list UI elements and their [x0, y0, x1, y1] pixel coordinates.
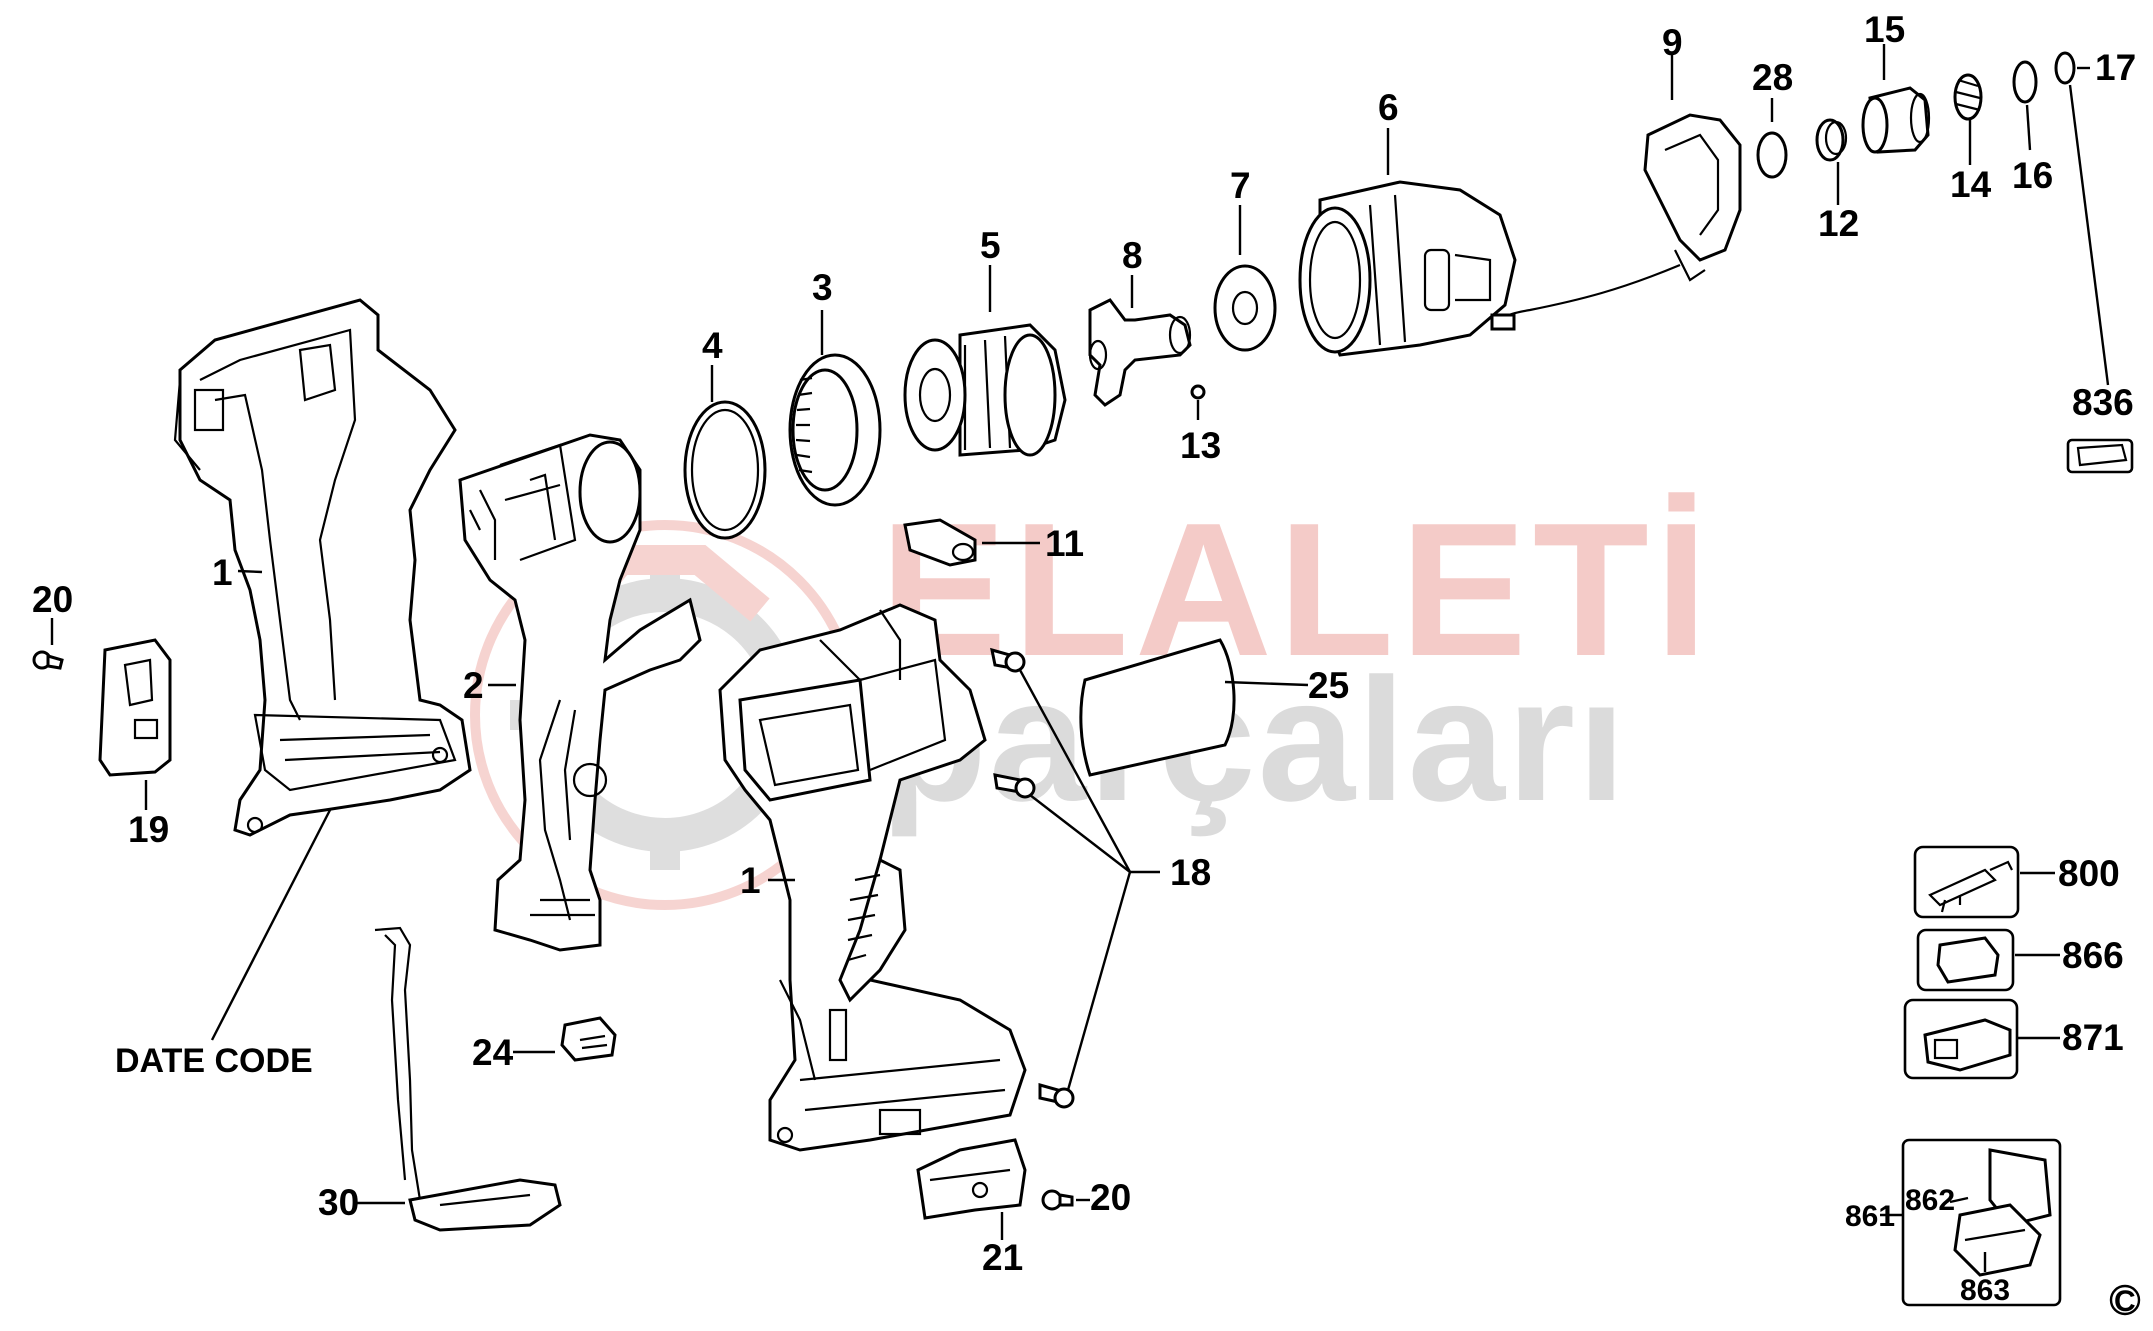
part-836-label: [2066, 438, 2134, 474]
label-800: 800: [2058, 853, 2120, 894]
label-11: 11: [1045, 523, 1084, 564]
label-5: 5: [980, 225, 1001, 266]
label-date-code: DATE CODE: [115, 1042, 313, 1080]
part-24-terminal-block: [560, 1016, 617, 1062]
part-14-spring: [1953, 73, 1983, 121]
label-4: 4: [702, 325, 723, 366]
part-1-housing-left: [173, 298, 472, 837]
label-19: 19: [128, 809, 169, 850]
label-1-left: 1: [212, 552, 233, 593]
label-17: 17: [2095, 47, 2136, 88]
part-20-screw-bottom: [1041, 1189, 1074, 1211]
part-4-o-ring: [683, 400, 767, 540]
part-9-light-ring: [1490, 113, 1742, 331]
part-20-screw-left: [32, 650, 64, 670]
label-12: 12: [1818, 203, 1859, 244]
watermark-brand-bottom: parçaları: [880, 643, 1628, 838]
label-30: 30: [318, 1182, 359, 1223]
part-19-belt-hook: [98, 638, 172, 777]
part-18-screws: [990, 647, 1075, 1109]
label-25: 25: [1308, 665, 1349, 706]
label-8: 8: [1122, 235, 1143, 276]
part-28-ring: [1756, 131, 1788, 179]
part-861-case-box: [1901, 1138, 2062, 1307]
part-7-washer: [1213, 264, 1277, 352]
part-15-collar: [1861, 86, 1931, 154]
label-18: 18: [1170, 852, 1211, 893]
label-6: 6: [1378, 87, 1399, 128]
leader-lines: [50, 44, 2110, 1272]
label-15: 15: [1864, 9, 1905, 50]
label-2: 2: [463, 665, 484, 706]
label-863: 863: [1960, 1274, 2010, 1307]
label-3: 3: [812, 267, 833, 308]
label-14: 14: [1950, 164, 1992, 205]
label-13: 13: [1180, 425, 1221, 466]
copyright-mark: C: [2114, 1285, 2136, 1318]
part-number-labels: 1 2 3 4 5 6 7 8 9 11 12 13 14 15 16 17 1…: [32, 9, 2136, 1318]
label-1-right: 1: [740, 860, 761, 901]
label-20-left: 20: [32, 579, 73, 620]
part-2-motor-switch-assembly: [458, 433, 702, 952]
label-28: 28: [1752, 57, 1793, 98]
part-8-anvil: [1088, 298, 1192, 407]
part-21-battery-latch: [916, 1138, 1027, 1220]
label-861: 861: [1845, 1200, 1895, 1233]
part-800-kit-box: [1913, 845, 2020, 919]
part-5-gear-assembly: [903, 323, 1067, 457]
label-871: 871: [2062, 1017, 2124, 1058]
part-12-spring-clip: [1815, 118, 1848, 162]
part-13-ball: [1190, 384, 1206, 400]
part-11-switch-slider: [903, 518, 977, 567]
label-866: 866: [2062, 935, 2124, 976]
copyright-circle: [2109, 1284, 2141, 1316]
label-24: 24: [472, 1032, 514, 1073]
label-21: 21: [982, 1237, 1023, 1278]
part-1-housing-right: [718, 603, 1027, 1152]
label-9: 9: [1662, 22, 1683, 63]
part-17-ring: [2054, 51, 2076, 85]
part-6-nose-housing: [1298, 180, 1517, 357]
label-16: 16: [2012, 155, 2053, 196]
label-20-bottom: 20: [1090, 1177, 1131, 1218]
part-871-charger-box: [1903, 998, 2019, 1080]
part-866-battery-box: [1916, 928, 2015, 992]
label-862: 862: [1905, 1184, 1955, 1217]
part-3-ring-gear: [788, 353, 882, 507]
part-25-label-sheet: [1079, 638, 1236, 777]
part-30-cable-board: [374, 926, 562, 1232]
label-7: 7: [1230, 165, 1251, 206]
label-836: 836: [2072, 382, 2134, 423]
part-16-ring: [2012, 60, 2038, 104]
